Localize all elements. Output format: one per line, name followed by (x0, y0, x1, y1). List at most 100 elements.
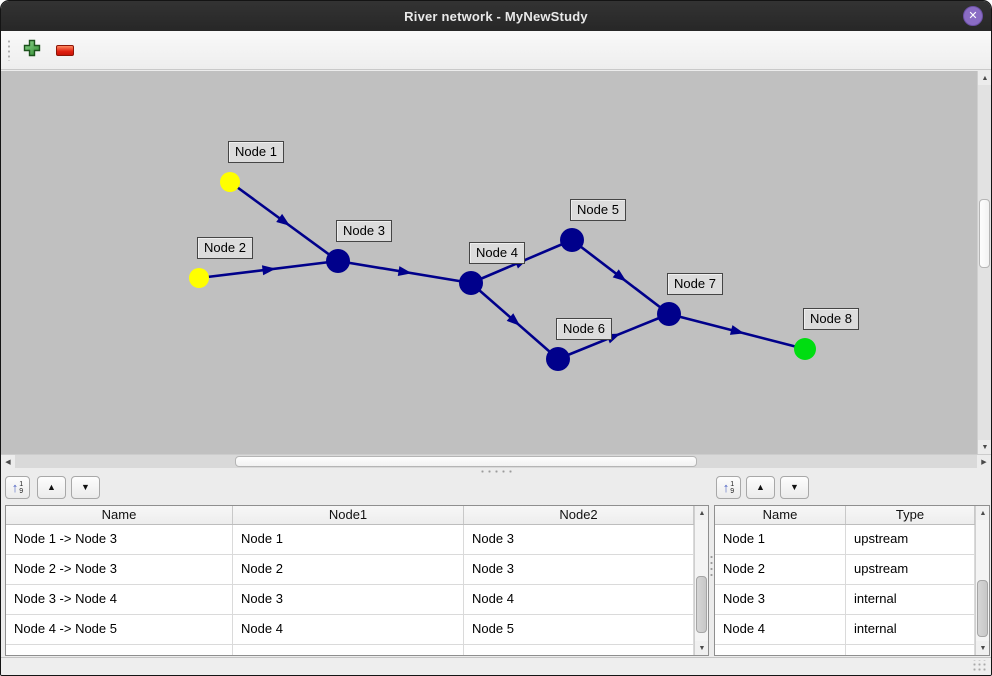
table-cell (715, 645, 846, 655)
column-header[interactable]: Name (6, 506, 233, 524)
scroll-right-button[interactable]: ▶ (977, 455, 991, 469)
add-node-button[interactable] (19, 33, 45, 67)
network-node[interactable] (326, 249, 350, 273)
column-header[interactable]: Node2 (464, 506, 694, 524)
resize-grip[interactable] (973, 660, 987, 672)
table-cell[interactable]: Node 3 (715, 585, 846, 614)
triangle-down-icon: ▼ (981, 443, 989, 451)
scroll-up-button[interactable]: ▲ (978, 71, 991, 85)
splitter-grip (479, 470, 513, 473)
node-label: Node 5 (570, 199, 626, 221)
edge-arrow-icon (261, 265, 276, 276)
vertical-scroll-thumb[interactable] (979, 199, 990, 268)
table-cell[interactable]: Node 3 (464, 525, 694, 554)
table-cell[interactable]: upstream (846, 555, 975, 584)
table-cell[interactable]: Node 3 -> Node 4 (6, 585, 233, 614)
move-link-up-button[interactable]: ▲ (37, 476, 66, 499)
table-cell[interactable]: Node 2 -> Node 3 (6, 555, 233, 584)
scroll-up-button[interactable]: ▲ (695, 506, 708, 520)
edge-arrow-icon (729, 325, 745, 335)
network-node[interactable] (560, 228, 584, 252)
table-cell[interactable]: Node 4 (464, 585, 694, 614)
network-node[interactable] (546, 347, 570, 371)
vertical-scroll-thumb[interactable] (977, 580, 988, 637)
toolbar-drag-handle[interactable] (7, 39, 11, 61)
canvas-vertical-scrollbar[interactable]: ▲ ▼ (977, 71, 991, 454)
table-cell[interactable]: Node 1 (233, 525, 464, 554)
move-node-up-button[interactable]: ▲ (746, 476, 775, 499)
table-cell[interactable]: upstream (846, 525, 975, 554)
remove-node-button[interactable] (52, 33, 78, 67)
triangle-down-icon: ▼ (790, 482, 799, 492)
table-cell (464, 645, 694, 655)
column-header[interactable]: Name (715, 506, 846, 524)
network-node[interactable] (794, 338, 816, 360)
scroll-left-button[interactable]: ◀ (1, 455, 15, 469)
node-label: Node 2 (197, 237, 253, 259)
scroll-down-button[interactable]: ▼ (976, 641, 989, 655)
table-cell[interactable]: Node 3 (233, 585, 464, 614)
close-button[interactable]: ✕ (963, 6, 983, 26)
move-link-down-button[interactable]: ▼ (71, 476, 100, 499)
horizontal-splitter[interactable] (1, 468, 991, 474)
node-label: Node 6 (556, 318, 612, 340)
canvas-horizontal-scrollbar[interactable]: ◀ ▶ (1, 454, 991, 469)
splitter-grip (709, 554, 713, 580)
column-header[interactable]: Node1 (233, 506, 464, 524)
horizontal-scroll-thumb[interactable] (235, 456, 697, 467)
table-cell[interactable]: Node 4 -> Node 5 (6, 615, 233, 644)
node-label: Node 1 (228, 141, 284, 163)
network-node[interactable] (189, 268, 209, 288)
triangle-left-icon: ◀ (5, 459, 11, 466)
table-cell[interactable]: Node 2 (233, 555, 464, 584)
table-row-partial (6, 645, 708, 655)
table-cell[interactable]: Node 4 (715, 615, 846, 644)
scroll-up-button[interactable]: ▲ (976, 506, 989, 520)
table-cell[interactable]: internal (846, 585, 975, 614)
table-cell[interactable]: Node 4 (233, 615, 464, 644)
table-cell[interactable]: Node 5 (464, 615, 694, 644)
triangle-down-icon: ▼ (698, 644, 706, 652)
column-header[interactable]: Type (846, 506, 975, 524)
scroll-down-button[interactable]: ▼ (695, 641, 708, 655)
status-bar (1, 657, 991, 675)
table-cell[interactable]: Node 3 (464, 555, 694, 584)
edge-arrow-icon (506, 313, 521, 326)
nodes-table-scrollbar[interactable]: ▲ ▼ (975, 506, 989, 655)
triangle-down-icon: ▼ (81, 482, 90, 492)
table-cell[interactable]: Node 1 -> Node 3 (6, 525, 233, 554)
links-table-scrollbar[interactable]: ▲ ▼ (694, 506, 708, 655)
table-cell (233, 645, 464, 655)
table-cell[interactable]: Node 1 (715, 525, 846, 554)
network-node[interactable] (459, 271, 483, 295)
title-bar[interactable]: River network - MyNewStudy ✕ (1, 1, 991, 31)
vertical-splitter[interactable] (709, 474, 713, 657)
table-cell (6, 645, 233, 655)
network-graph (189, 172, 816, 371)
close-icon: ✕ (968, 10, 978, 22)
vertical-scroll-thumb[interactable] (696, 576, 707, 633)
scroll-down-button[interactable]: ▼ (978, 440, 991, 454)
table-cell[interactable]: Node 2 (715, 555, 846, 584)
network-node[interactable] (220, 172, 240, 192)
table-cell[interactable]: internal (846, 615, 975, 644)
network-node[interactable] (657, 302, 681, 326)
move-node-down-button[interactable]: ▼ (780, 476, 809, 499)
